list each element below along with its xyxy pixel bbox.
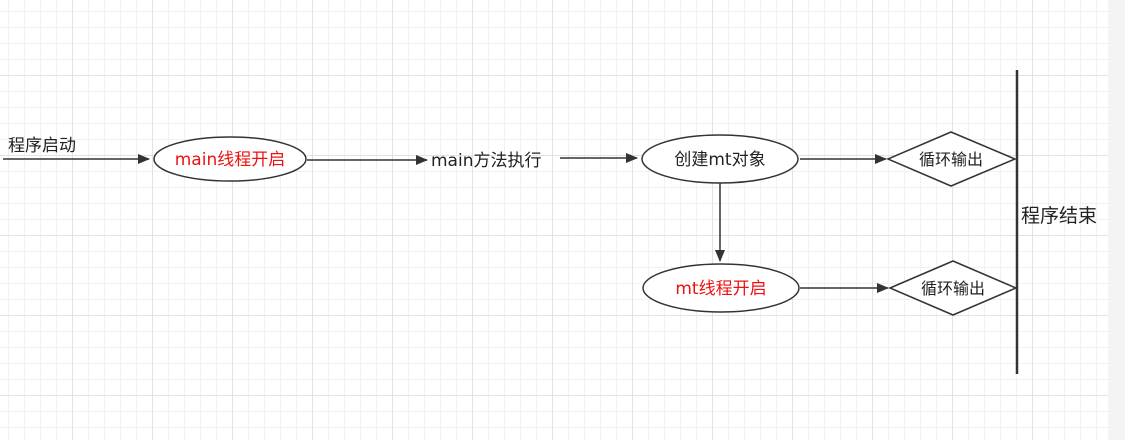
node-loop-bottom[interactable]: 循环输出: [888, 260, 1018, 316]
node-create-mt-shape: [641, 134, 799, 184]
node-loop-top-label: 循环输出: [919, 150, 983, 169]
node-main-thread-shape: [153, 136, 307, 182]
label-main-method: main方法执行: [431, 151, 541, 171]
scrollbar-track[interactable]: [1108, 0, 1125, 440]
node-mt-thread-shape: [642, 263, 800, 313]
node-main-thread-label: main线程开启: [175, 150, 285, 170]
label-start: 程序启动: [8, 136, 76, 156]
node-mt-thread[interactable]: mt线程开启: [642, 263, 800, 313]
label-end: 程序结束: [1021, 205, 1097, 227]
node-loop-bottom-label: 循环输出: [921, 279, 985, 298]
node-loop-top[interactable]: 循环输出: [886, 131, 1017, 187]
node-create-mt-label: 创建mt对象: [674, 150, 765, 170]
node-main-thread[interactable]: main线程开启: [153, 136, 307, 182]
node-loop-top-shape: [886, 131, 1017, 187]
connectors: [3, 70, 1019, 374]
node-loop-bottom-shape: [888, 260, 1018, 316]
node-mt-thread-label: mt线程开启: [675, 279, 766, 299]
node-create-mt[interactable]: 创建mt对象: [641, 134, 799, 184]
